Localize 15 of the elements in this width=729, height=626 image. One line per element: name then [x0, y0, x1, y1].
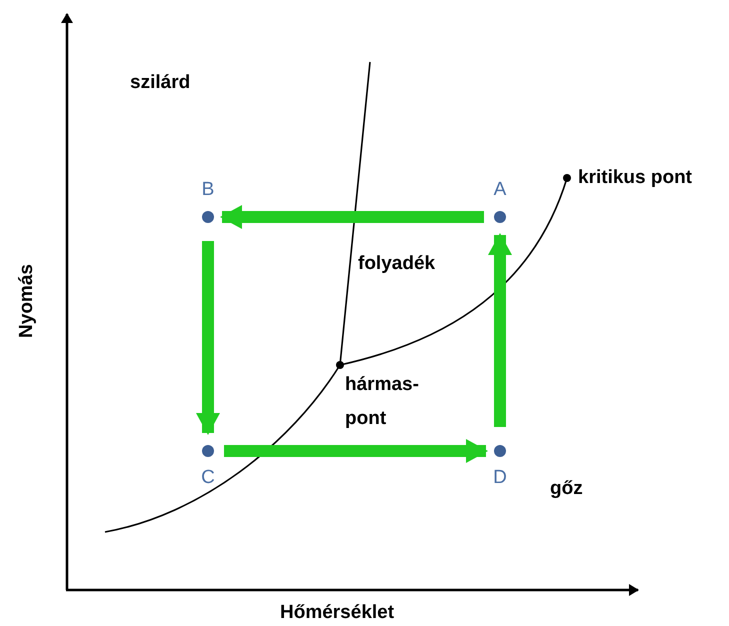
phase-label: szilárd: [130, 72, 190, 94]
process-arrow: [220, 205, 484, 229]
process-arrow: [196, 241, 220, 435]
process-arrow: [488, 233, 512, 427]
point-label: C: [200, 467, 216, 489]
point-label: A: [492, 179, 508, 201]
phase-label: gőz: [550, 478, 583, 500]
process-arrow: [224, 439, 488, 463]
critical-point-label: kritikus pont: [578, 167, 692, 189]
point-label: D: [492, 467, 508, 489]
point-label: B: [200, 179, 216, 201]
triple-point-label: hármas- pont: [345, 373, 420, 431]
axis-title: Nyomás: [16, 264, 38, 338]
phase-label: folyadék: [358, 253, 436, 275]
axis-title: Hőmérséklet: [280, 602, 394, 624]
